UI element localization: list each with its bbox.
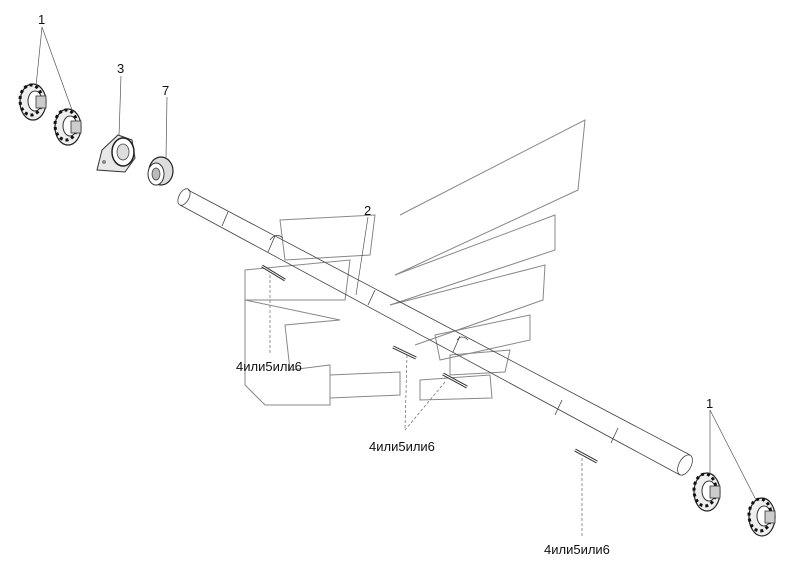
sprocket-1c — [692, 472, 721, 512]
sprocket-1d — [747, 497, 776, 537]
watermark-logo — [244, 119, 586, 406]
callout-pin-center: 4или5или6 — [369, 439, 435, 454]
callout-pin-right: 4или5или6 — [544, 542, 610, 557]
callout-1-top: 1 — [38, 12, 45, 27]
bearing-housing — [96, 134, 136, 173]
callout-7: 7 — [162, 83, 169, 98]
callout-3: 3 — [117, 61, 124, 76]
callout-pin-left: 4или5или6 — [236, 359, 302, 374]
key-pin-center-a — [392, 345, 417, 360]
sprocket-1a — [18, 83, 47, 121]
bearing — [147, 156, 174, 186]
key-pin-left — [261, 264, 286, 282]
callout-1-bottom: 1 — [706, 396, 713, 411]
sprocket-1b — [53, 108, 82, 146]
key-pin-center-b — [442, 372, 468, 389]
leader-lines — [35, 26, 757, 538]
callout-2: 2 — [364, 203, 371, 218]
key-pin-right — [574, 448, 598, 464]
shaft — [177, 188, 693, 476]
